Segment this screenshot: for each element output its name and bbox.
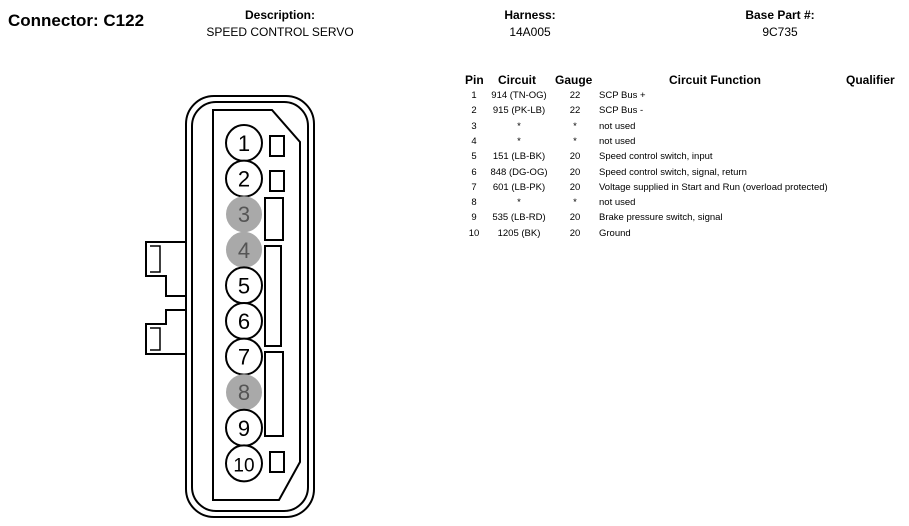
row-2-pin: 2: [471, 105, 477, 117]
row-3-gauge: *: [573, 120, 577, 132]
row-4-gauge: *: [573, 135, 577, 147]
pin-7-label: 7: [238, 345, 250, 370]
row-9-pin: 9: [471, 212, 477, 224]
row-1-pin: 1: [471, 90, 477, 101]
row-5-function: Speed control switch, input: [599, 151, 713, 163]
locking-tab-upper: [145, 241, 186, 297]
description-value: SPEED CONTROL SERVO: [206, 25, 354, 39]
row-9-gauge: 20: [569, 212, 581, 224]
row-4-pin: 4: [471, 135, 477, 147]
row-10-circuit: 1205 (BK): [497, 227, 541, 239]
description-label: Description:: [244, 8, 315, 22]
pin-4-label: 4: [238, 238, 250, 263]
key-slot-3: [264, 197, 284, 241]
key-slot-6: [269, 451, 285, 473]
pin-6-label: 6: [238, 309, 250, 334]
base-part-value: 9C735: [762, 25, 798, 39]
row-1-circuit: 914 (TN-OG): [491, 90, 547, 101]
pin-9-label: 9: [238, 416, 250, 441]
row-6-function: Speed control switch, signal, return: [599, 166, 747, 178]
header-circuit: Circuit: [498, 73, 537, 87]
pin-10-label: 10: [233, 455, 254, 476]
harness-label: Harness:: [504, 8, 556, 22]
pin-2-label: 2: [238, 167, 250, 192]
row-2-function: SCP Bus -: [599, 105, 644, 117]
row-6-circuit: 848 (DG-OG): [490, 166, 548, 178]
connector-shell-inner: [191, 101, 309, 512]
row-6-gauge: 20: [569, 166, 581, 178]
pin-3-label: 3: [238, 202, 250, 227]
pin-3-circle: [226, 196, 262, 233]
row-10-pin: 10: [468, 227, 480, 239]
harness-value: 14A005: [509, 25, 551, 39]
row-7-circuit: 601 (LB-PK): [492, 181, 546, 193]
row-4-circuit: *: [517, 135, 521, 147]
key-slot-2: [269, 170, 285, 192]
row-1-function: SCP Bus +: [599, 90, 646, 101]
pin-8-circle: [226, 374, 262, 411]
key-slot-4: [264, 245, 282, 347]
row-5-circuit: 151 (LB-BK): [492, 151, 546, 163]
connector-title: Connector: C122: [8, 11, 145, 30]
row-3-function: not used: [599, 120, 636, 132]
row-9-function: Brake pressure switch, signal: [599, 212, 723, 224]
row-7-pin: 7: [471, 181, 477, 193]
locking-tab-lower: [145, 309, 186, 355]
pin-5-label: 5: [238, 273, 250, 298]
row-7-function: Voltage supplied in Start and Run (overl…: [599, 181, 828, 193]
row-8-function: not used: [599, 197, 636, 209]
connector-cavity: [212, 109, 301, 501]
row-5-gauge: 20: [569, 151, 581, 163]
key-slot-5: [264, 351, 284, 437]
base-part-label: Base Part #:: [745, 8, 815, 22]
row-2-gauge: 22: [569, 105, 581, 117]
key-slot-1: [269, 135, 285, 157]
connector-outer-shell: [185, 95, 315, 518]
row-10-function: Ground: [599, 227, 631, 239]
row-10-gauge: 20: [569, 227, 581, 239]
row-5-pin: 5: [471, 151, 477, 163]
pin-8-label: 8: [238, 380, 250, 405]
pin-10-circle: [225, 444, 263, 483]
pin-1-label: 1: [238, 131, 250, 156]
row-3-pin: 3: [471, 120, 477, 132]
row-1-gauge: 22: [569, 90, 581, 101]
header-qualifier: Qualifier: [846, 73, 895, 87]
row-8-pin: 8: [471, 197, 477, 209]
row-8-gauge: *: [573, 197, 577, 209]
row-3-circuit: *: [517, 120, 521, 132]
row-8-circuit: *: [517, 197, 521, 209]
header-pin: Pin: [465, 73, 484, 87]
row-4-function: not used: [599, 135, 636, 147]
row-2-circuit: 915 (PK-LB): [492, 105, 546, 117]
header-gauge: Gauge: [555, 73, 593, 87]
row-6-pin: 6: [471, 166, 477, 178]
row-9-circuit: 535 (LB-RD): [492, 212, 546, 224]
header-circuit-function: Circuit Function: [669, 73, 761, 87]
pin-4-circle: [226, 231, 262, 268]
row-7-gauge: 20: [569, 181, 581, 193]
